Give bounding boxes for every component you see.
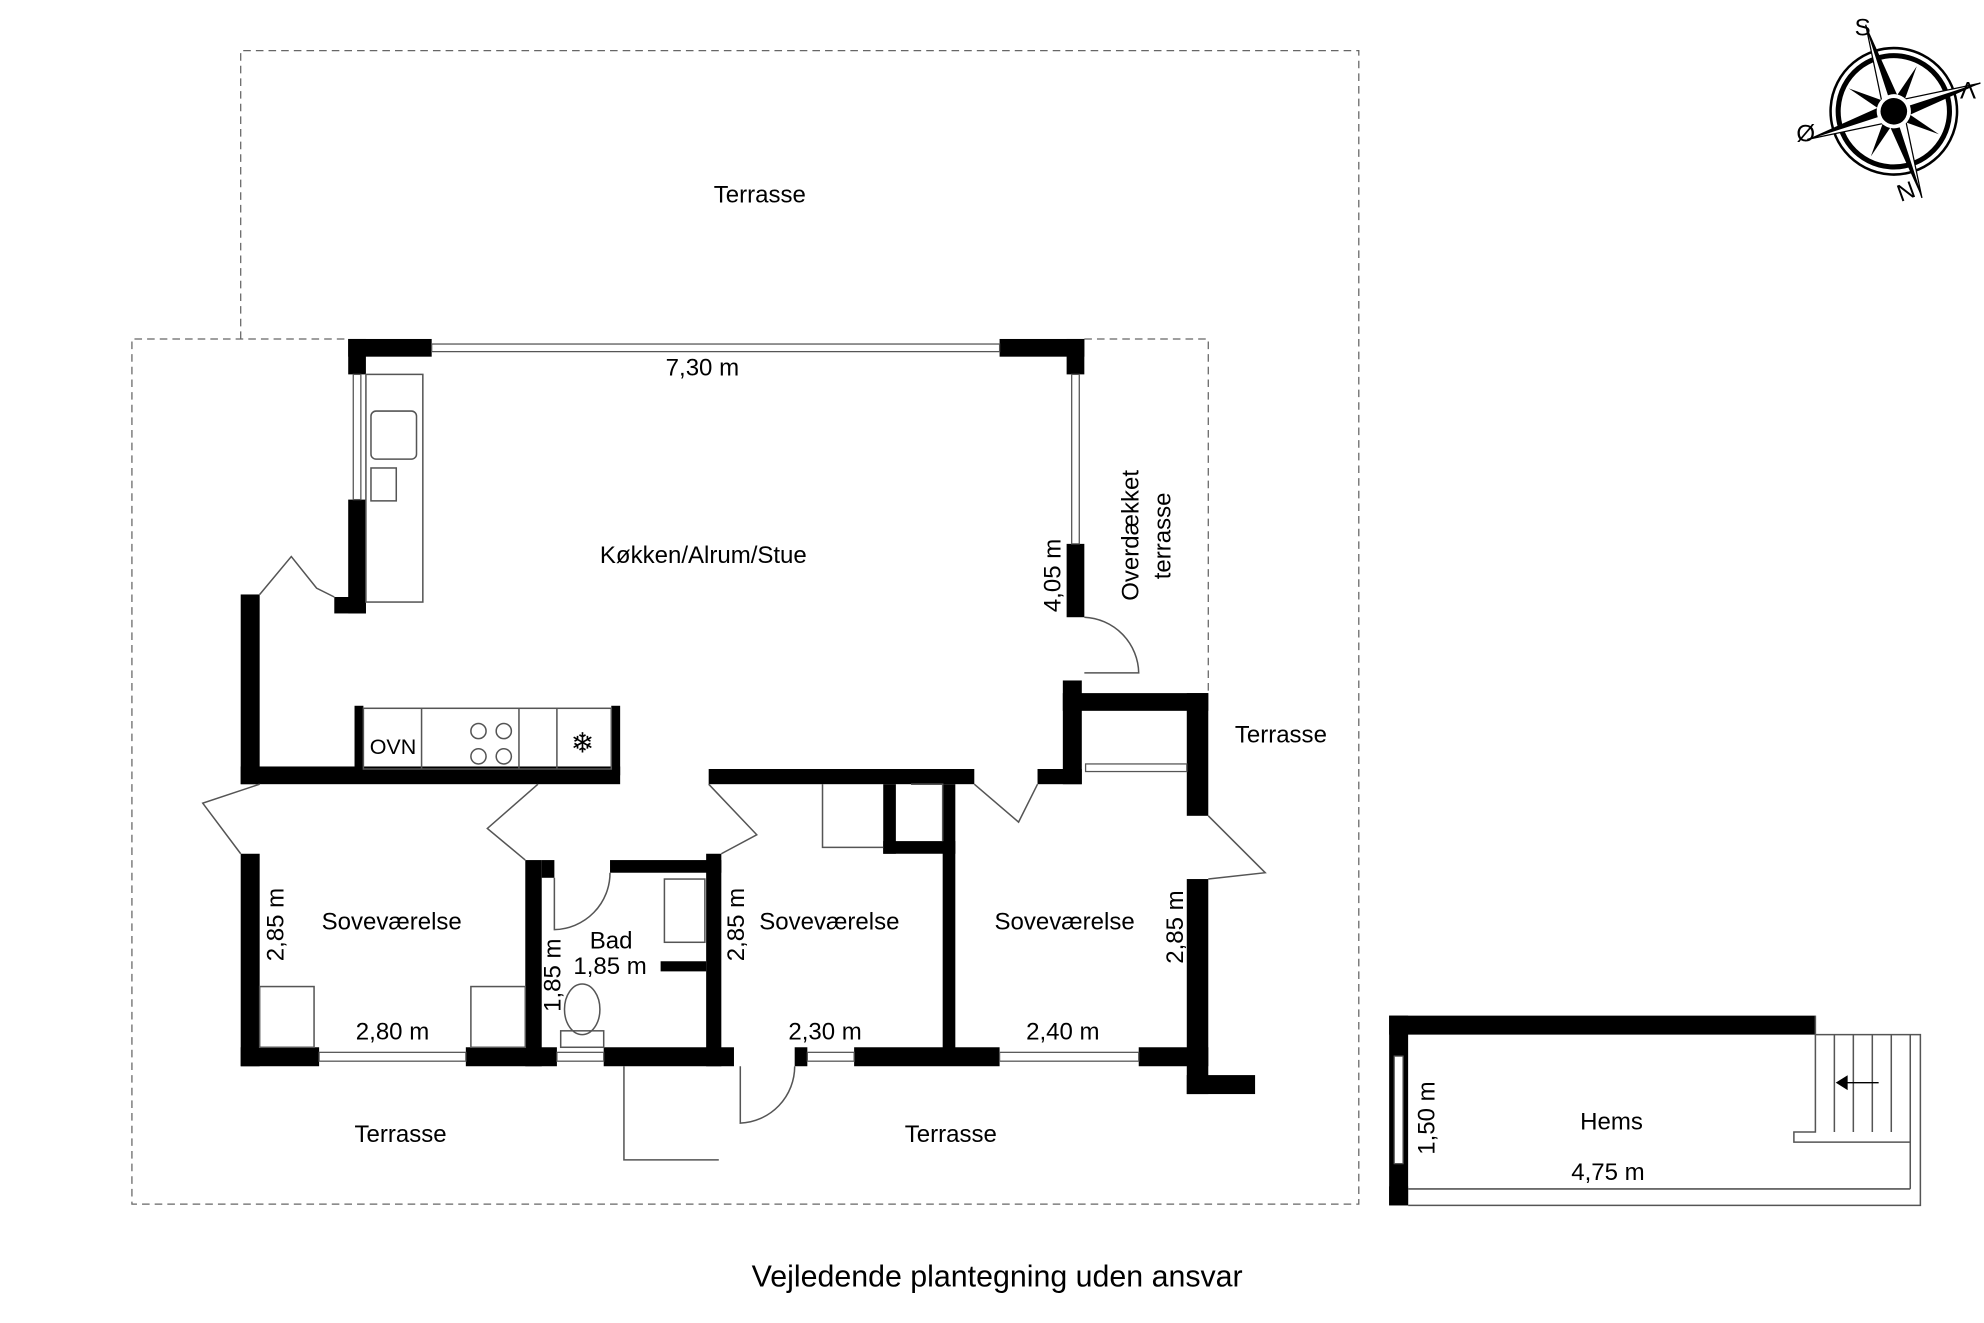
dim-bed1-depth: 2,85 m — [263, 888, 290, 961]
room-covered-terrace-2: terrasse — [1149, 493, 1176, 580]
dim-bath-width: 1,85 m — [573, 953, 646, 980]
terrace-outlines — [131, 49, 1360, 1205]
compass-o: Ø — [1796, 121, 1815, 148]
oven-label: OVN — [370, 735, 417, 759]
basin-icon — [663, 878, 706, 944]
room-terrace-right: Terrasse — [1235, 721, 1327, 748]
room-bedroom-3: Soveværelse — [995, 909, 1135, 936]
room-bedroom-2: Soveværelse — [759, 909, 899, 936]
dim-bed3-width: 2,40 m — [1026, 1019, 1099, 1046]
compass-icon — [1807, 24, 1981, 199]
stair-arrow-icon — [1835, 1075, 1879, 1091]
room-loft: Hems — [1580, 1108, 1643, 1135]
compass-s: S — [1855, 14, 1871, 41]
dim-bed2-width: 2,30 m — [788, 1019, 861, 1046]
dim-living-depth: 4,05 m — [1039, 539, 1066, 612]
dim-loft-depth: 1,50 m — [1414, 1081, 1441, 1154]
windows-doors — [201, 343, 1267, 1161]
loft-plan — [1389, 1015, 1922, 1207]
room-terrace-top: Terrasse — [714, 181, 806, 208]
compass-v: V — [1960, 76, 1976, 103]
dishwasher-icon — [370, 467, 398, 502]
sink-icon — [370, 410, 418, 460]
fixtures: ❄ — [258, 373, 706, 1049]
dim-bed1-width: 2,80 m — [356, 1019, 429, 1046]
dim-bath-depth: 1,85 m — [540, 938, 567, 1011]
room-terrace-bottom-left: Terrasse — [355, 1121, 447, 1148]
disclaimer-title: Vejledende plantegning uden ansvar — [752, 1260, 1243, 1293]
room-bedroom-1: Soveværelse — [322, 909, 462, 936]
dim-bed2-depth: 2,85 m — [723, 888, 750, 961]
dim-loft-width: 4,75 m — [1571, 1159, 1644, 1186]
room-bath: Bad — [590, 928, 633, 955]
dim-bed3-depth: 2,85 m — [1162, 890, 1189, 963]
walls — [240, 338, 1256, 1095]
room-living: Køkken/Alrum/Stue — [600, 542, 807, 569]
dim-living-width: 7,30 m — [666, 355, 739, 382]
room-terrace-bottom-right: Terrasse — [905, 1121, 997, 1148]
toilet-icon — [563, 983, 601, 1036]
room-covered-terrace-1: Overdækket — [1118, 470, 1145, 601]
freezer-icon: ❄ — [571, 728, 594, 759]
stove-icon — [470, 722, 513, 765]
